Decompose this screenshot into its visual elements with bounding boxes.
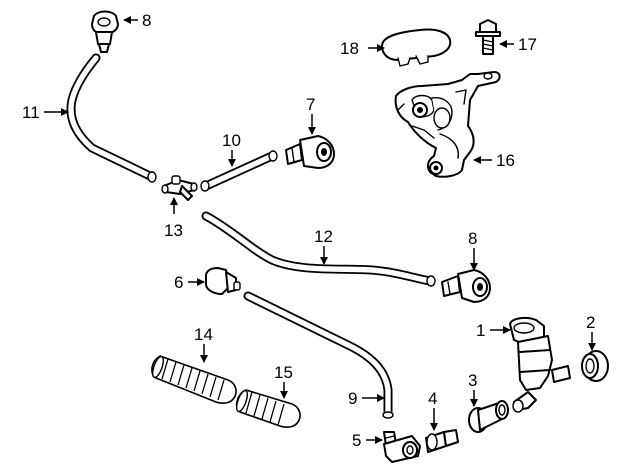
hose-11	[66, 53, 157, 183]
nozzle-8-lower	[441, 269, 491, 303]
callout-13: 13	[164, 221, 183, 240]
callout-numbers: 8 11 10 7 13 12 8 6 18 17 16 1 2 3 4 5 9…	[22, 11, 595, 450]
callout-7: 7	[306, 95, 315, 114]
pump-1	[509, 316, 571, 413]
callout-14: 14	[194, 325, 213, 344]
callout-12: 12	[314, 227, 333, 246]
hose-10	[200, 150, 278, 192]
connector-6	[205, 267, 241, 295]
bolt-17	[475, 19, 501, 55]
callout-5: 5	[352, 431, 361, 450]
callout-18: 18	[340, 39, 359, 58]
callout-4: 4	[428, 389, 437, 408]
nozzle-7	[285, 135, 335, 169]
callout-10: 10	[222, 131, 241, 150]
cap-18	[381, 28, 452, 67]
hose-12	[201, 211, 436, 287]
callout-11: 11	[22, 103, 40, 122]
callout-8-lower: 8	[468, 229, 477, 248]
callout-16: 16	[496, 151, 515, 170]
callout-arrows	[44, 16, 596, 444]
nozzle-8-top	[91, 10, 119, 53]
callout-17: 17	[518, 35, 537, 54]
ribbed-hose-14	[151, 355, 237, 404]
callout-9: 9	[348, 389, 357, 408]
callout-8-top: 8	[142, 11, 151, 30]
connector-4	[425, 429, 459, 453]
fitting-3	[468, 400, 509, 433]
callout-15: 15	[274, 363, 293, 382]
callout-6: 6	[174, 273, 183, 292]
callout-1: 1	[476, 321, 485, 340]
reservoir-bracket-16	[394, 71, 501, 178]
tee-connector-13	[161, 175, 198, 201]
hose-9	[243, 291, 394, 419]
elbow-5	[383, 431, 421, 463]
callout-3: 3	[468, 371, 477, 390]
callout-2: 2	[586, 313, 595, 332]
grommet-2	[581, 350, 609, 382]
ribbed-hose-15	[235, 389, 301, 428]
